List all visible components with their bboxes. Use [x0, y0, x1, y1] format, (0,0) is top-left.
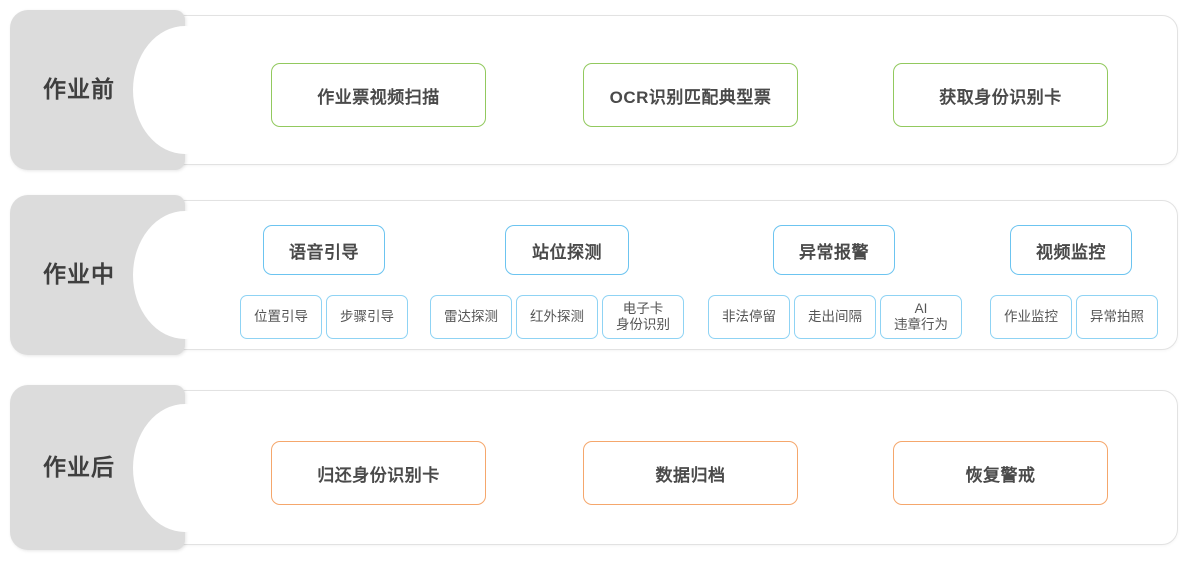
sub-box-during-8-line2: 违章行为 — [894, 317, 948, 332]
phase-label-during: 作业中 — [43, 261, 115, 288]
sub-box-during-10-line1: 异常拍照 — [1090, 309, 1144, 325]
sub-box-during-10[interactable]: 异常拍照 — [1076, 295, 1158, 339]
sub-box-during-4-line1: 红外探测 — [530, 309, 584, 325]
sub-box-during-7[interactable]: 走出间隔 — [794, 295, 876, 339]
task-box-during-4[interactable]: 视频监控 — [1010, 225, 1132, 275]
task-box-during-2[interactable]: 站位探测 — [505, 225, 629, 275]
sub-box-during-2[interactable]: 步骤引导 — [326, 295, 408, 339]
sub-box-during-6[interactable]: 非法停留 — [708, 295, 790, 339]
task-box-before-3[interactable]: 获取身份识别卡 — [893, 63, 1108, 127]
task-box-during-1[interactable]: 语音引导 — [263, 225, 385, 275]
sub-box-during-2-line1: 步骤引导 — [340, 309, 394, 325]
task-box-before-2[interactable]: OCR识别匹配典型票 — [583, 63, 798, 127]
sub-box-during-9[interactable]: 作业监控 — [990, 295, 1072, 339]
sub-box-during-6-line1: 非法停留 — [722, 309, 776, 325]
sub-box-during-5-line1: 电子卡 — [622, 301, 664, 317]
task-box-after-1[interactable]: 归还身份识别卡 — [271, 441, 486, 505]
sub-box-during-9-line1: 作业监控 — [1004, 309, 1058, 325]
notch-shape-during — [133, 211, 237, 339]
phase-label-tab-after: 作业后 — [10, 385, 237, 550]
task-box-after-2[interactable]: 数据归档 — [583, 441, 798, 505]
phase-label-tab-before: 作业前 — [10, 10, 237, 170]
sub-box-during-3-line1: 雷达探测 — [444, 309, 498, 325]
sub-box-during-5-line2: 身份识别 — [616, 317, 670, 332]
sub-box-during-1[interactable]: 位置引导 — [240, 295, 322, 339]
sub-box-during-1-line1: 位置引导 — [254, 309, 308, 325]
sub-box-during-7-line1: 走出间隔 — [808, 309, 862, 325]
phase-label-tab-during: 作业中 — [10, 195, 237, 355]
phase-label-before: 作业前 — [43, 76, 115, 103]
sub-box-during-8[interactable]: AI 违章行为 — [880, 295, 962, 339]
task-box-before-1[interactable]: 作业票视频扫描 — [271, 63, 486, 127]
notch-shape-before — [133, 26, 237, 154]
task-box-during-3[interactable]: 异常报警 — [773, 225, 895, 275]
sub-box-during-8-line1: AI — [914, 301, 928, 317]
sub-box-during-3[interactable]: 雷达探测 — [430, 295, 512, 339]
notch-shape-after — [133, 403, 237, 532]
task-box-after-3[interactable]: 恢复警戒 — [893, 441, 1108, 505]
sub-box-during-4[interactable]: 红外探测 — [516, 295, 598, 339]
sub-box-during-5[interactable]: 电子卡 身份识别 — [602, 295, 684, 339]
phase-label-after: 作业后 — [43, 453, 115, 480]
